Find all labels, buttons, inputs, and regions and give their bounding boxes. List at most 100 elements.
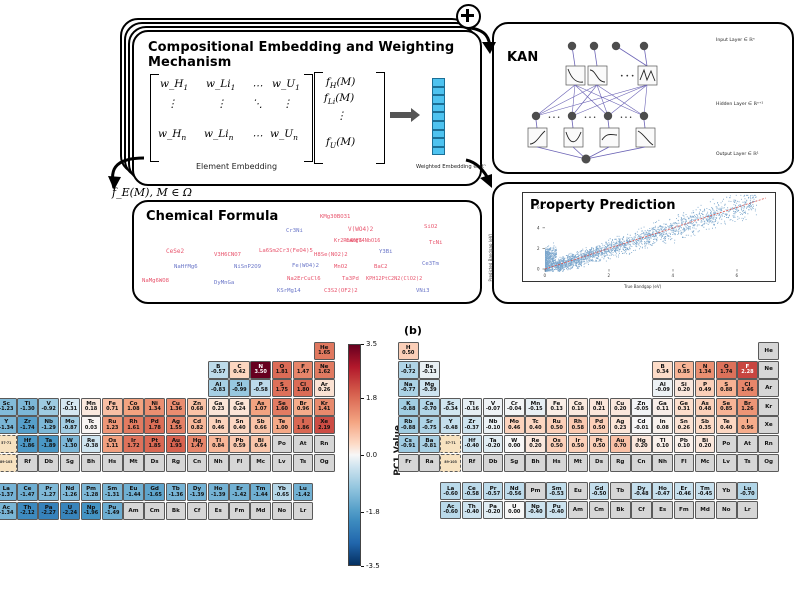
- element-cell[interactable]: Ac-1.34: [0, 501, 17, 520]
- element-cell[interactable]: Mt: [123, 453, 144, 472]
- element-cell[interactable]: La-1.37: [0, 483, 17, 502]
- element-cell[interactable]: Db: [38, 453, 59, 472]
- element-cell[interactable]: Pa-0.20: [482, 501, 504, 520]
- element-cell[interactable]: Sg: [59, 453, 81, 472]
- element-cell[interactable]: Gd-0.50: [588, 482, 610, 501]
- element-cell[interactable]: Be-0.13: [419, 360, 440, 379]
- element-cell[interactable]: Rf: [461, 453, 483, 472]
- element-cell[interactable]: Es: [208, 501, 229, 520]
- element-cell[interactable]: 89-103: [440, 453, 461, 472]
- element-cell[interactable]: 57-71: [0, 435, 17, 453]
- element-cell[interactable]: Na-0.77: [398, 379, 419, 398]
- element-cell[interactable]: Md: [250, 501, 271, 520]
- element-cell[interactable]: Rg: [610, 453, 631, 472]
- element-cell[interactable]: K-0.88: [398, 397, 419, 416]
- element-cell[interactable]: Cm: [588, 501, 610, 520]
- element-cell[interactable]: W-1.30: [59, 435, 81, 453]
- element-cell[interactable]: Nd-1.26: [59, 483, 81, 502]
- element-cell[interactable]: V-0.92: [38, 397, 59, 416]
- element-cell[interactable]: Fl: [229, 453, 250, 472]
- element-cell[interactable]: Mt: [567, 453, 589, 472]
- element-cell[interactable]: Ta-0.20: [482, 435, 504, 453]
- element-cell[interactable]: Po: [716, 435, 737, 453]
- element-cell[interactable]: Ti-0.16: [461, 397, 483, 416]
- element-cell[interactable]: Np-1.96: [80, 501, 102, 520]
- element-cell[interactable]: Pa-2.27: [38, 501, 59, 520]
- element-cell[interactable]: Ra: [419, 453, 440, 472]
- element-cell[interactable]: At: [737, 435, 758, 453]
- element-cell[interactable]: Ar: [758, 379, 779, 398]
- element-cell[interactable]: Pu-1.49: [102, 501, 123, 520]
- element-cell[interactable]: Hs: [102, 453, 123, 472]
- element-cell[interactable]: Ta-1.89: [38, 435, 59, 453]
- element-cell[interactable]: Nh: [652, 453, 673, 472]
- element-cell[interactable]: Cr-0.31: [59, 397, 81, 416]
- element-cell[interactable]: Cr-0.04: [504, 397, 525, 416]
- element-cell[interactable]: Ac-0.60: [440, 501, 461, 520]
- element-cell[interactable]: Gd-1.65: [144, 483, 165, 502]
- element-cell[interactable]: Cm: [144, 501, 165, 520]
- element-cell[interactable]: Er-1.42: [229, 483, 250, 502]
- element-cell[interactable]: Hf-0.40: [461, 435, 483, 453]
- element-cell[interactable]: Mc: [250, 453, 271, 472]
- element-cell[interactable]: Cf: [186, 501, 208, 520]
- element-cell[interactable]: Yb: [716, 482, 737, 501]
- element-cell[interactable]: Rf: [17, 453, 38, 472]
- element-cell[interactable]: Lv: [271, 453, 293, 472]
- element-cell[interactable]: Zr-1.74: [17, 416, 38, 435]
- element-cell[interactable]: Rb-0.88: [398, 416, 419, 435]
- element-cell[interactable]: Zn-0.05: [631, 397, 652, 416]
- element-cell[interactable]: 89-103: [0, 453, 17, 472]
- element-cell[interactable]: Tb-1.36: [165, 483, 187, 502]
- element-cell[interactable]: Tm-0.45: [694, 482, 716, 501]
- element-cell[interactable]: Pm: [525, 482, 546, 501]
- element-cell[interactable]: Hs: [546, 453, 567, 472]
- element-cell[interactable]: Yb-0.65: [271, 483, 293, 502]
- element-cell[interactable]: Es: [652, 501, 673, 520]
- element-cell[interactable]: Y-0.48: [440, 416, 461, 435]
- element-cell[interactable]: Db: [482, 453, 504, 472]
- element-cell[interactable]: Ts: [292, 453, 314, 472]
- element-cell[interactable]: Al-0.83: [208, 379, 229, 398]
- element-cell[interactable]: Ds: [144, 453, 165, 472]
- element-cell[interactable]: Am: [123, 501, 144, 520]
- element-cell[interactable]: Ca-0.70: [419, 397, 440, 416]
- element-cell[interactable]: Bh: [525, 453, 546, 472]
- element-cell[interactable]: Ti-1.30: [17, 397, 38, 416]
